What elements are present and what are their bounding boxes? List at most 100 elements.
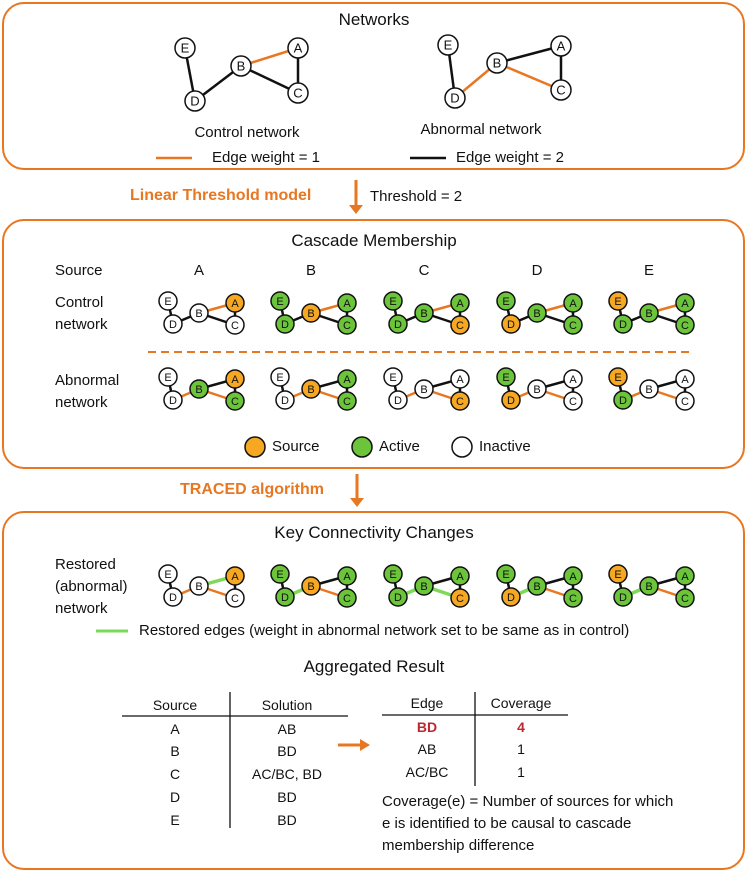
graph-node-label: B xyxy=(645,581,652,593)
graph-node xyxy=(270,564,290,584)
graph-node xyxy=(450,566,470,586)
graph-node xyxy=(270,291,290,311)
graph-node-label: B xyxy=(533,308,540,320)
graph-node-label: E xyxy=(389,372,396,384)
graph-node-label: D xyxy=(281,319,289,331)
graph-node xyxy=(225,391,245,411)
graph-node xyxy=(450,369,470,389)
graph-node-label: D xyxy=(281,395,289,407)
key-changes-title: Key Connectivity Changes xyxy=(274,523,474,542)
graph-node-label: D xyxy=(507,319,515,331)
graph-node xyxy=(675,391,695,411)
edge-weight-legend xyxy=(156,156,446,160)
table-row-source: A xyxy=(170,721,180,737)
graph-node xyxy=(450,293,470,313)
graph-node xyxy=(550,79,572,101)
graph-node xyxy=(675,566,695,586)
coverage-header-edge: Edge xyxy=(410,695,444,711)
source-col-b: B xyxy=(305,262,317,279)
graph-node-label: E xyxy=(614,296,621,308)
graph-node xyxy=(639,576,659,596)
graph-node-label: A xyxy=(231,374,239,386)
abnormal-row-label-2: network xyxy=(55,394,108,411)
restored-edges-legend-label: Restored edges (weight in abnormal netwo… xyxy=(139,622,630,639)
control-row-label-1: Control xyxy=(55,294,104,311)
graph-node xyxy=(225,315,245,335)
graph-node xyxy=(608,291,628,311)
graph-node xyxy=(163,314,183,334)
graph-node-label: D xyxy=(281,592,289,604)
active-swatch-icon xyxy=(351,436,373,458)
graph-node-label: C xyxy=(681,593,689,605)
graph-node xyxy=(563,315,583,335)
graph-node xyxy=(337,391,357,411)
graph-edge xyxy=(496,61,562,92)
graph-node-label: B xyxy=(420,384,427,396)
graph-node-label: B xyxy=(307,384,314,396)
graph-node-label: E xyxy=(276,296,283,308)
graph-node xyxy=(189,379,209,399)
graph-node xyxy=(158,367,178,387)
graph-node-label: B xyxy=(195,581,202,593)
graph-node xyxy=(301,379,321,399)
graph-node-label: B xyxy=(645,384,652,396)
table-row-source: B xyxy=(170,743,180,759)
graph-node xyxy=(563,391,583,411)
key-changes-panel xyxy=(2,511,745,870)
source-col-e: E xyxy=(643,262,655,279)
graph-node xyxy=(563,369,583,389)
table-row-solution: AC/BC, BD xyxy=(251,766,323,782)
graph-node xyxy=(613,587,633,607)
graph-node-label: D xyxy=(450,91,459,106)
graph-node xyxy=(337,369,357,389)
graph-node-label: D xyxy=(169,592,177,604)
graph-node-label: D xyxy=(169,319,177,331)
graph-node xyxy=(486,52,508,74)
graph-node xyxy=(225,588,245,608)
graph-node xyxy=(527,303,547,323)
graph-node xyxy=(174,37,196,59)
graph-node xyxy=(496,564,516,584)
abnormal-network-label: Abnormal network xyxy=(420,121,542,138)
table-row-edge: AC/BC xyxy=(405,764,449,780)
graph-node-label: C xyxy=(456,593,464,605)
linear-threshold-label: Linear Threshold model xyxy=(130,187,312,204)
graph-node-label: A xyxy=(231,298,239,310)
graph-node-label: E xyxy=(164,372,171,384)
graph-node xyxy=(501,390,521,410)
graph-node-label: B xyxy=(533,384,540,396)
graph-node xyxy=(675,315,695,335)
graph-node-label: E xyxy=(389,296,396,308)
graph-node-label: A xyxy=(681,571,689,583)
graph-node-label: E xyxy=(181,41,190,56)
graph-node-label: D xyxy=(190,94,199,109)
graph-node-label: A xyxy=(343,374,351,386)
graph-node-label: A xyxy=(294,41,303,56)
graph-node xyxy=(563,566,583,586)
graph-node xyxy=(189,576,209,596)
graph-node xyxy=(225,293,245,313)
networks-panel xyxy=(2,2,745,170)
graph-node xyxy=(337,588,357,608)
graph-node xyxy=(337,566,357,586)
graph-node xyxy=(275,390,295,410)
table-row-source: E xyxy=(170,812,180,828)
graph-node-label: D xyxy=(507,592,515,604)
graph-node-label: E xyxy=(164,569,171,581)
graph-node-label: E xyxy=(502,296,509,308)
graph-node xyxy=(501,314,521,334)
graph-node xyxy=(189,303,209,323)
table-row-source: C xyxy=(169,766,181,782)
table-row-solution: BD xyxy=(277,743,297,759)
graph-node xyxy=(496,367,516,387)
graph-node-label: A xyxy=(569,374,577,386)
